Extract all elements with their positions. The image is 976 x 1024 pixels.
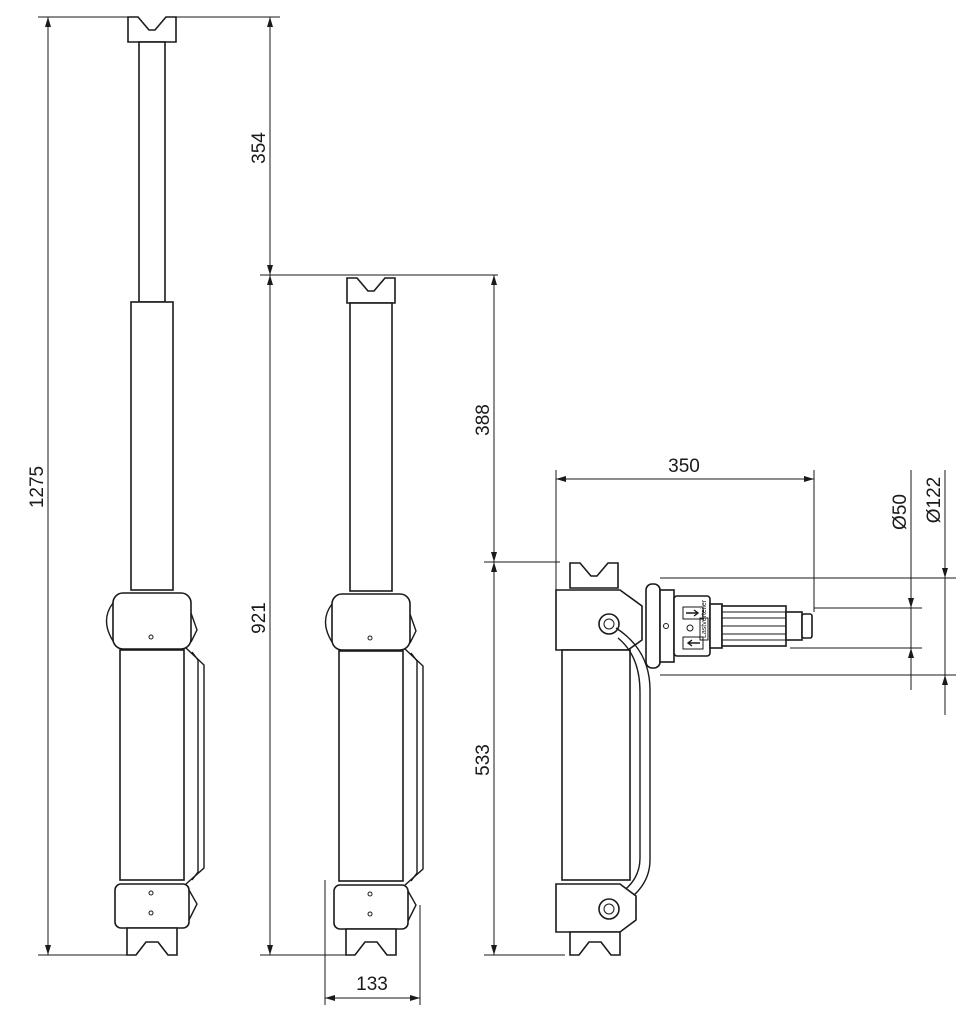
dimension-base-width: 133 xyxy=(324,880,421,1005)
middle-tube-2 xyxy=(349,302,393,592)
dim-label-350: 350 xyxy=(668,456,700,477)
inner-tube xyxy=(138,41,166,303)
top-v-head-2 xyxy=(346,277,396,304)
lower-collar xyxy=(114,883,190,929)
outer-housing-3 xyxy=(561,649,631,881)
dimension-lower-section: 533 xyxy=(473,562,565,956)
upper-collar xyxy=(112,592,192,650)
dim-label-921: 921 xyxy=(249,602,270,634)
top-v-head-3 xyxy=(569,562,619,589)
side-handle xyxy=(185,647,205,885)
dimension-side-offset: 350 xyxy=(555,456,815,612)
arrow-right-icon xyxy=(686,609,700,617)
dimension-upper-extension: 354 xyxy=(176,16,498,276)
arrow-left-icon xyxy=(686,639,700,647)
dim-label-1275: 1275 xyxy=(27,466,48,508)
bottom-v-foot-3 xyxy=(569,931,621,956)
dim-label-354: 354 xyxy=(249,132,270,164)
dimension-large-diameter: Ø122 xyxy=(660,470,956,715)
dimension-mid-extension: 388 xyxy=(473,275,560,563)
drive-unit: Lastverteiler xyxy=(645,583,813,669)
dim-label-533: 533 xyxy=(473,744,494,776)
label-plate-text: Lastverteiler xyxy=(701,599,708,638)
middle-tube xyxy=(130,301,174,591)
upper-collar-2 xyxy=(331,593,411,651)
bottom-v-foot-2 xyxy=(345,928,397,956)
outer-housing-2 xyxy=(338,650,404,882)
top-v-head xyxy=(127,16,177,43)
dim-label-diameter-122: Ø122 xyxy=(924,477,945,523)
prop-retracted-view xyxy=(324,277,424,956)
lower-collar-2 xyxy=(333,884,409,930)
lower-collar-3 xyxy=(555,883,637,933)
side-handle-2 xyxy=(404,648,424,886)
dimension-retracted-height: 921 xyxy=(249,275,346,956)
dimension-total-extended-height: 1275 xyxy=(27,16,128,956)
dimension-small-diameter: Ø50 xyxy=(790,470,922,690)
upper-pivot-bolt xyxy=(598,613,620,635)
bottom-v-foot xyxy=(126,927,178,956)
prop-side-view: Lastverteiler xyxy=(555,562,813,956)
prop-extended-view xyxy=(105,16,205,956)
dim-label-388: 388 xyxy=(473,404,494,436)
dim-label-133: 133 xyxy=(356,974,388,995)
lower-pivot-bolt xyxy=(598,898,620,920)
outer-housing xyxy=(119,649,185,881)
dim-label-diameter-50: Ø50 xyxy=(890,494,911,530)
